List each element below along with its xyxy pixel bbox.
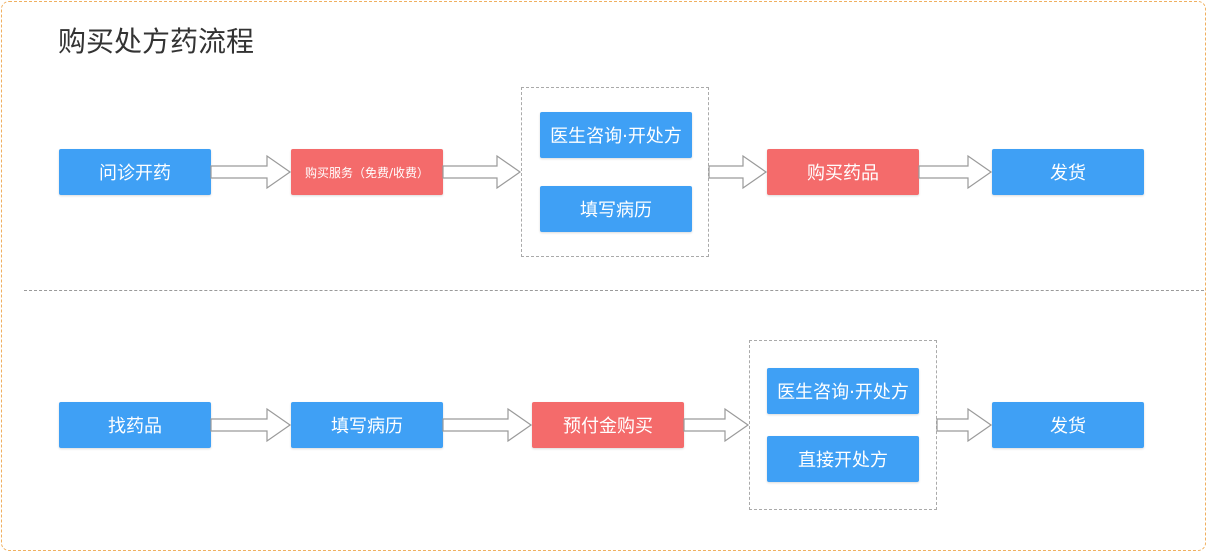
- flow2-arrow-2: [442, 407, 533, 443]
- flow1-arrow-1: [210, 154, 292, 190]
- flow2-arrow-4: [936, 407, 993, 443]
- flow2-group: [749, 340, 937, 510]
- flow-divider: [24, 290, 1204, 291]
- flow2-arrow-3: [683, 407, 750, 443]
- flow1-step-buy-service: 购买服务（免费/收费）: [291, 149, 443, 195]
- flow2-step-fill-record: 填写病历: [291, 402, 443, 448]
- flow1-group-fill-record: 填写病历: [540, 186, 692, 232]
- flow2-group-doctor-consult: 医生咨询·开处方: [767, 368, 919, 414]
- flow1-arrow-3: [708, 154, 768, 190]
- flow1-arrow-2: [442, 154, 522, 190]
- flow2-step-ship: 发货: [992, 402, 1144, 448]
- flow1-group-doctor-consult: 医生咨询·开处方: [540, 112, 692, 158]
- flow1-step-buy-medicine: 购买药品: [767, 149, 919, 195]
- flow1-step-consult: 问诊开药: [59, 149, 211, 195]
- page-title: 购买处方药流程: [58, 25, 255, 58]
- flow2-group-direct-prescribe: 直接开处方: [767, 436, 919, 482]
- flow1-step-ship: 发货: [992, 149, 1144, 195]
- flow2-arrow-1: [210, 407, 292, 443]
- flow2-step-prepay: 预付金购买: [532, 402, 684, 448]
- flow2-step-find-medicine: 找药品: [59, 402, 211, 448]
- flow1-arrow-4: [918, 154, 993, 190]
